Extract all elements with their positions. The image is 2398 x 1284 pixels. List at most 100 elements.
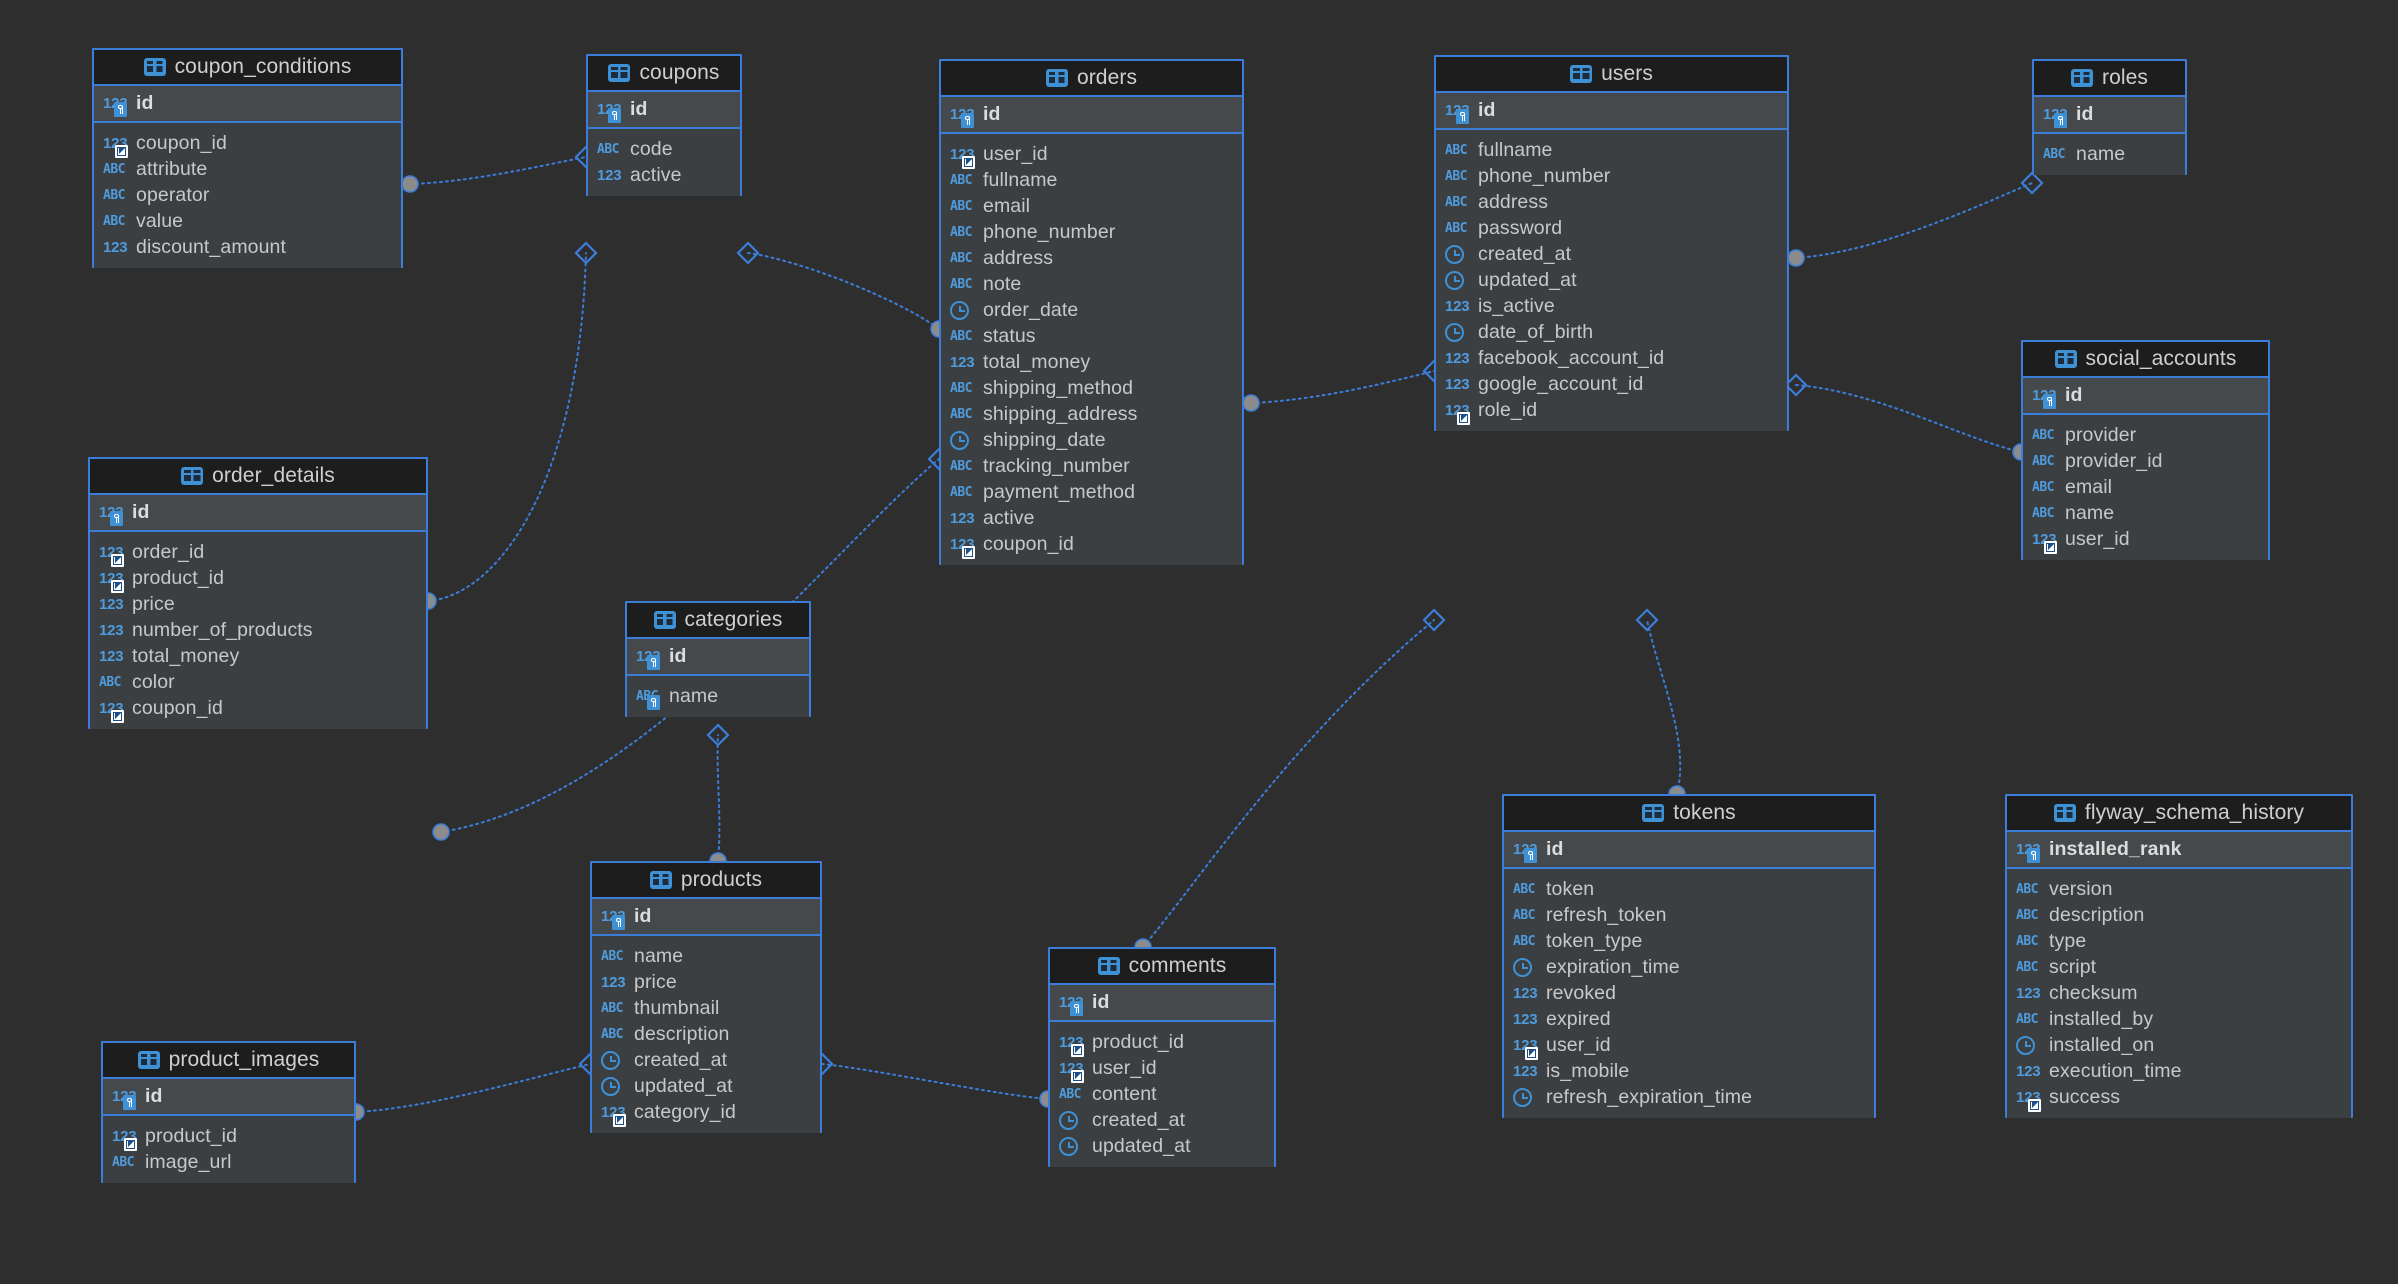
column-row[interactable]: date_of_birth — [1436, 319, 1787, 345]
column-row[interactable]: 123id — [2023, 382, 2268, 409]
column-row[interactable]: 123id — [103, 1083, 354, 1110]
column-row[interactable]: shipping_date — [941, 427, 1242, 453]
table-users[interactable]: users 123idABCfullnameABCphone_numberABCa… — [1434, 55, 1789, 431]
column-row[interactable]: refresh_expiration_time — [1504, 1084, 1874, 1110]
column-row[interactable]: created_at — [1436, 241, 1787, 267]
table-header[interactable]: coupon_conditions — [94, 50, 401, 86]
table-header[interactable]: flyway_schema_history — [2007, 796, 2351, 832]
column-row[interactable]: 123id — [1050, 989, 1274, 1016]
column-row[interactable]: 123id — [588, 96, 740, 123]
column-row[interactable]: updated_at — [1050, 1133, 1274, 1159]
column-row[interactable]: 123id — [2034, 101, 2185, 128]
table-header[interactable]: orders — [941, 61, 1242, 97]
table-header[interactable]: products — [592, 863, 820, 899]
column-row[interactable]: created_at — [592, 1047, 820, 1073]
table-product_images[interactable]: product_images123id123product_idABCimage… — [101, 1041, 356, 1183]
column-row[interactable]: 123id — [90, 499, 426, 526]
column-row[interactable]: expiration_time — [1504, 954, 1874, 980]
table-header[interactable]: tokens — [1504, 796, 1874, 832]
column-row[interactable]: 123id — [627, 643, 809, 670]
table-coupons[interactable]: coupons123idABCcode123active — [586, 54, 742, 196]
table-header[interactable]: social_accounts — [2023, 342, 2268, 378]
table-flyway_schema_history[interactable]: flyway_schema_history 123installed_rankAB… — [2005, 794, 2353, 1118]
table-roles[interactable]: roles123idABCname — [2032, 59, 2187, 175]
column-row[interactable]: 123id — [592, 903, 820, 930]
table-order_details[interactable]: order_details 123id 123order_id123product_… — [88, 457, 428, 729]
column-row[interactable]: updated_at — [592, 1073, 820, 1099]
table-tokens[interactable]: tokens123idABCtokenABCrefresh_tokenABCto… — [1502, 794, 1876, 1118]
table-header[interactable]: comments — [1050, 949, 1274, 985]
table-social_accounts[interactable]: social_accounts123idABCproviderABCprovid… — [2021, 340, 2270, 560]
table-products[interactable]: products 123idABCname123priceABCthumbnail… — [590, 861, 822, 1133]
table-header[interactable]: users — [1436, 57, 1787, 93]
column-row[interactable]: 123id — [941, 101, 1242, 128]
column-row[interactable]: 123id — [1504, 836, 1874, 863]
table-header[interactable]: roles — [2034, 61, 2185, 97]
column-row[interactable]: created_at — [1050, 1107, 1274, 1133]
table-coupon_conditions[interactable]: coupon_conditions123id123coupon_idABCatt… — [92, 48, 403, 268]
column-row[interactable]: installed_on — [2007, 1032, 2351, 1058]
column-row[interactable]: updated_at — [1436, 267, 1787, 293]
table-header[interactable]: order_details — [90, 459, 426, 495]
column-row[interactable]: 123installed_rank — [2007, 836, 2351, 863]
column-row[interactable]: 123id — [1436, 97, 1787, 124]
table-comments[interactable]: comments123id123product_id123user_idABCc… — [1048, 947, 1276, 1167]
table-header[interactable]: categories — [627, 603, 809, 639]
table-categories[interactable]: categories123idABCname — [625, 601, 811, 717]
table-header[interactable]: product_images — [103, 1043, 354, 1079]
